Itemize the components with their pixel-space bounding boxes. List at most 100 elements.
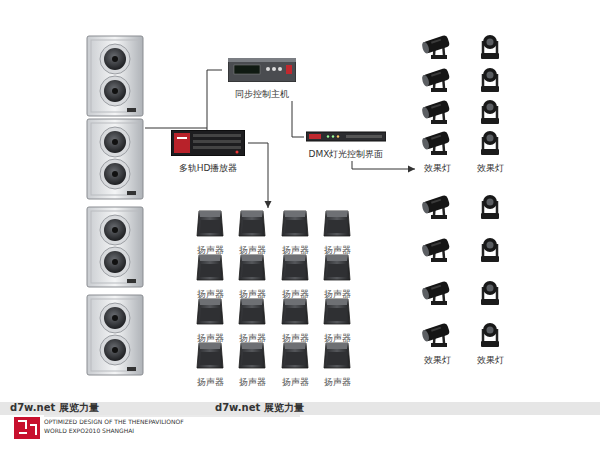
speaker-node: 扬声器 [232, 208, 272, 257]
moving-head-light [481, 281, 499, 305]
footer-text: WORLD EXPO2010 SHANGHAI [44, 427, 134, 434]
signal-connector [207, 70, 222, 130]
speaker-label: 扬声器 [197, 333, 224, 344]
speaker-node: 扬声器 [190, 252, 230, 301]
speaker-label: 扬声器 [239, 333, 266, 344]
signal-connector [352, 161, 415, 173]
speaker-icon [323, 340, 351, 370]
speaker-node: 扬声器 [317, 252, 357, 301]
speaker-label: 扬声器 [239, 289, 266, 300]
column-speaker [87, 295, 143, 375]
device-node: 多轨HD播放器 [168, 130, 248, 175]
device-label: DMX灯光控制界面 [309, 149, 384, 160]
speaker-icon [281, 252, 309, 282]
moving-head-light [481, 195, 499, 219]
speaker-node: 扬声器 [317, 340, 357, 389]
device-node: 同步控制主机 [222, 58, 302, 101]
moving-head-light [481, 238, 499, 262]
speaker-icon [281, 296, 309, 326]
light-node: 效果灯 [468, 128, 512, 175]
speaker-node: 扬声器 [232, 296, 272, 345]
speaker-label: 扬声器 [239, 377, 266, 388]
dmx-interface [306, 131, 386, 142]
footer-rule [44, 416, 300, 417]
column-speaker [87, 207, 143, 287]
speaker-node: 扬声器 [275, 340, 315, 389]
light-node: 效果灯 [415, 320, 459, 367]
speaker-node: 扬声器 [275, 208, 315, 257]
arrow-head [265, 201, 272, 208]
arrow-head [408, 166, 415, 173]
speaker-label: 扬声器 [324, 289, 351, 300]
moving-head-light [481, 100, 499, 124]
light-label: 效果灯 [477, 163, 504, 174]
speaker-label: 扬声器 [324, 333, 351, 344]
speaker-icon [238, 252, 266, 282]
speaker-node: 扬声器 [275, 296, 315, 345]
effect-light [421, 195, 450, 219]
speaker-icon [238, 296, 266, 326]
effect-light [421, 68, 450, 92]
device-node: DMX灯光控制界面 [304, 131, 388, 161]
effect-light [421, 281, 450, 305]
speaker-node: 扬声器 [190, 340, 230, 389]
multitrack-player [171, 130, 245, 156]
device-label: 多轨HD播放器 [179, 163, 238, 174]
speaker-icon [281, 208, 309, 238]
signal-connector [248, 143, 272, 208]
light-label: 效果灯 [477, 355, 504, 366]
watermark-band [0, 402, 600, 415]
light-node: 效果灯 [468, 320, 512, 367]
expo-logo [14, 417, 40, 439]
speaker-node: 扬声器 [317, 208, 357, 257]
speaker-wire [145, 128, 207, 129]
speaker-node: 扬声器 [232, 340, 272, 389]
speaker-label: 扬声器 [282, 245, 309, 256]
speaker-icon [238, 208, 266, 238]
speaker-label: 扬声器 [282, 377, 309, 388]
effect-light [421, 100, 450, 124]
column-speaker [87, 119, 143, 199]
connector-line [292, 101, 304, 137]
speaker-icon [323, 208, 351, 238]
speaker-label: 扬声器 [239, 245, 266, 256]
speaker-node: 扬声器 [275, 252, 315, 301]
footer-text: OPTIMIZED DESIGN OF THE THENEPAVILIONOF [44, 418, 184, 425]
speaker-icon [196, 340, 224, 370]
effect-light [421, 35, 450, 59]
device-label: 同步控制主机 [235, 89, 289, 100]
watermark: d7w.net 展览力量 [215, 402, 304, 413]
speaker-icon [323, 252, 351, 282]
light-label: 效果灯 [424, 163, 451, 174]
control-host [228, 58, 296, 82]
effect-light [421, 238, 450, 262]
light-label: 效果灯 [424, 355, 451, 366]
speaker-label: 扬声器 [197, 377, 224, 388]
connector-line [248, 143, 268, 208]
speaker-label: 扬声器 [197, 289, 224, 300]
watermark: d7w.net 展览力量 [10, 402, 99, 413]
moving-head-icon [478, 320, 502, 348]
light-node: 效果灯 [415, 128, 459, 175]
connector-line [207, 70, 222, 130]
connector-line [352, 161, 415, 169]
speaker-label: 扬声器 [282, 289, 309, 300]
speaker-label: 扬声器 [282, 333, 309, 344]
speaker-icon [196, 252, 224, 282]
moving-head-light [481, 35, 499, 59]
speaker-node: 扬声器 [190, 296, 230, 345]
speaker-label: 扬声器 [197, 245, 224, 256]
speaker-label: 扬声器 [324, 245, 351, 256]
moving-head-light [481, 68, 499, 92]
column-speaker [87, 36, 143, 116]
speaker-node: 扬声器 [232, 252, 272, 301]
speaker-icon [196, 296, 224, 326]
speaker-icon [323, 296, 351, 326]
effect-light-icon [420, 128, 454, 156]
logo-mark [18, 421, 36, 435]
speaker-node: 扬声器 [190, 208, 230, 257]
moving-head-icon [478, 128, 502, 156]
